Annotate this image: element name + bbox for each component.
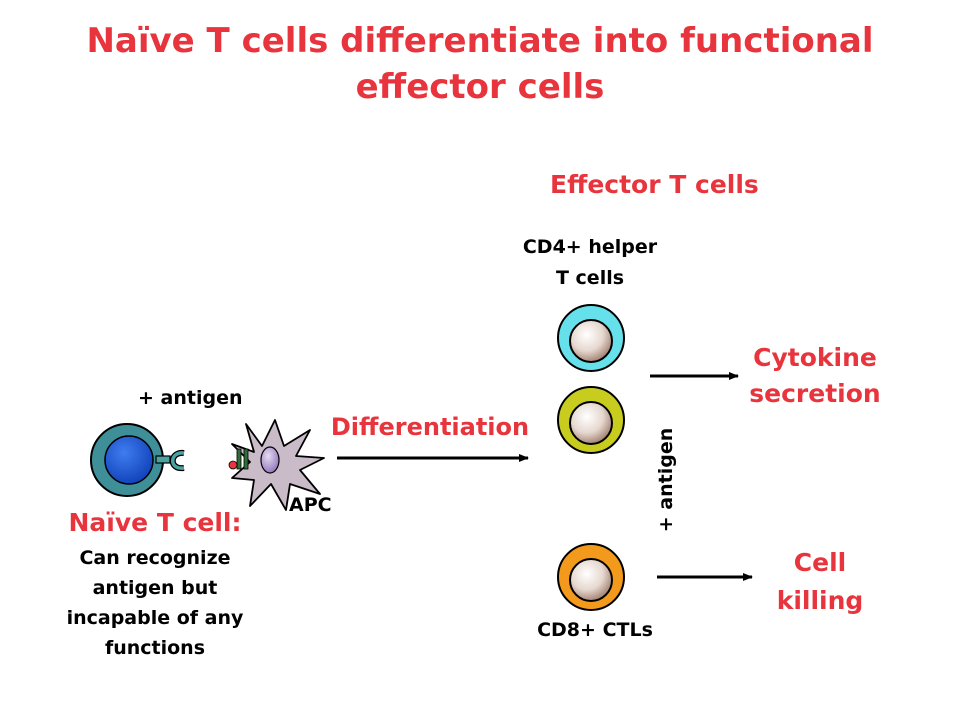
cytokine-label-line-2: secretion [749, 379, 881, 408]
naive-heading: Naïve T cell: [68, 508, 242, 537]
killing-label-line-1: Cell [793, 548, 847, 577]
killing-label-line-2: killing [776, 586, 864, 615]
title-line-1: Naïve T cells differentiate into functio… [86, 21, 874, 61]
cytokine-label-line-1: Cytokine [753, 343, 877, 372]
plus-antigen-vertical: + antigen [655, 427, 677, 533]
cd4-helper-cell-2 [557, 386, 625, 454]
naive-desc-line-4: functions [104, 637, 206, 659]
cd4-label-line-2: T cells [555, 267, 625, 289]
cd8-label: CD8+ CTLs [537, 619, 653, 641]
naive-t-cell [90, 423, 185, 497]
naive-desc-line-3: incapable of any [66, 607, 244, 629]
naive-desc-line-2: antigen but [92, 577, 218, 599]
naive-desc-line-1: Can recognize [79, 547, 231, 569]
cd8-ctl-cell [557, 543, 625, 611]
differentiation-label: Differentiation [330, 413, 530, 441]
cd4-helper-cell-1 [557, 304, 625, 372]
apc-cell [228, 419, 325, 511]
cd4-label-line-1: CD4+ helper [522, 236, 658, 258]
plus-antigen-left: + antigen [138, 387, 243, 409]
effector-heading: Effector T cells [550, 170, 759, 199]
title-line-2: effector cells [355, 67, 605, 107]
apc-label: APC [289, 494, 332, 516]
